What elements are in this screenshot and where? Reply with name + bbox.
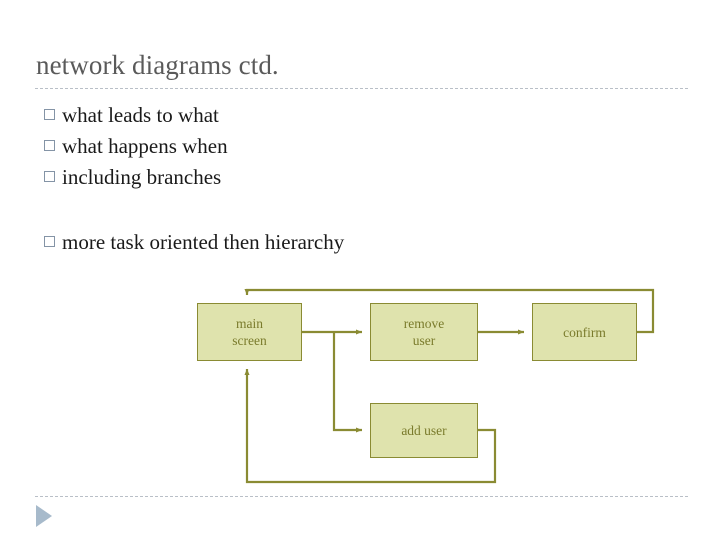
play-triangle-icon[interactable] [36,505,52,527]
flow-node-remove-user[interactable]: remove user [370,303,478,361]
flow-node-label: confirm [563,324,606,340]
list-item-label: what happens when [62,134,228,158]
hollow-square-bullet-icon [44,109,55,120]
flow-node-add-user[interactable]: add user [370,403,478,458]
list-item-label: including branches [62,165,222,189]
hollow-square-bullet-icon [44,140,55,151]
hollow-square-bullet-icon [44,236,55,247]
flow-node-label: remove user [403,316,445,348]
list-item-label: more task oriented then hierarchy [62,230,345,254]
page-title: network diagrams ctd. [36,50,279,80]
bullet-list: what leads to what what happens when inc… [44,100,524,258]
list-item: more task oriented then hierarchy [44,227,524,258]
list-item: what happens when [44,131,524,162]
list-item-label: what leads to what [62,103,219,127]
list-item: what leads to what [44,100,524,131]
flow-node-main-screen[interactable]: main screen [197,303,302,361]
flow-node-confirm[interactable]: confirm [532,303,637,361]
edge-main-to-add [332,332,363,433]
header-divider [35,88,688,89]
flow-node-label: main screen [232,316,267,348]
hollow-square-bullet-icon [44,171,55,182]
list-item: including branches [44,162,524,193]
footer-divider [35,496,688,497]
flow-node-label: add user [401,423,447,438]
